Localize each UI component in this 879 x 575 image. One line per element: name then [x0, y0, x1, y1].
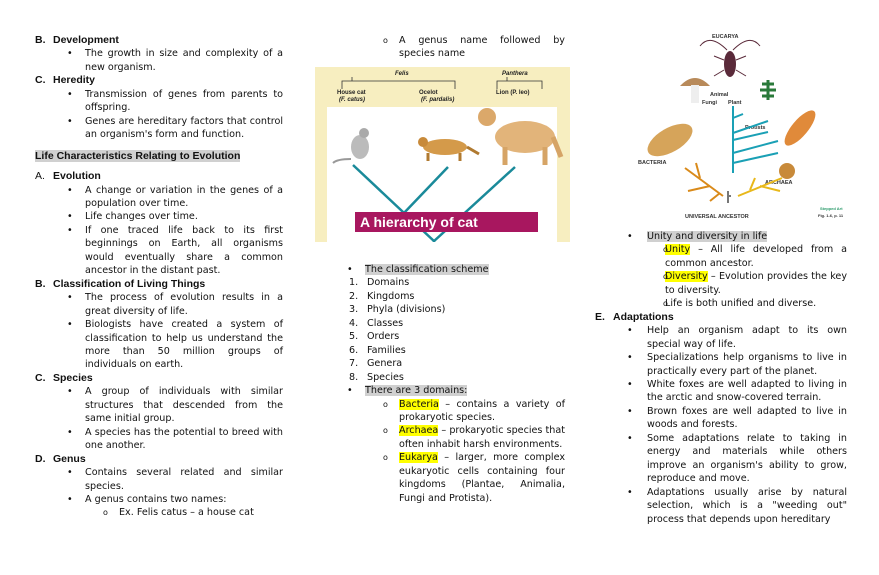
heading-adaptations: E.Adaptations	[595, 310, 674, 323]
list-item-domains: There are 3 domains:	[315, 384, 565, 398]
list-item: Biologists have created a system of clas…	[35, 318, 283, 372]
protist-image	[784, 110, 816, 146]
label-panthera: Panthera	[502, 71, 528, 77]
list-item: Brown foxes are well adapted to live in …	[595, 405, 847, 432]
left-column: B.Development The growth in size and com…	[35, 34, 283, 520]
mushroom-image	[680, 78, 710, 103]
label-eucarya: EUCARYA	[712, 34, 739, 40]
list-item: A change or variation in the genes of a …	[35, 184, 283, 211]
sub-list-item: Ex. Felis catus – a house cat	[35, 506, 283, 520]
heading-evolution: A.Evolution	[35, 170, 101, 183]
list-item: Transmission of genes from parents to of…	[35, 88, 283, 115]
figure-caption: A hierarchy of cat	[360, 214, 478, 230]
label-ocelot-sci: (F. pardalis)	[421, 97, 454, 103]
scheme-item: 3.Phyla (divisions)	[349, 304, 446, 316]
label-bacteria: BACTERIA	[638, 160, 666, 166]
domain-item: Archaea – prokaryotic species that often…	[315, 424, 565, 451]
archaea-image	[779, 163, 795, 179]
heading-classification: B.Classification of Living Things	[35, 277, 206, 290]
domain-item: Bacteria – contains a variety of prokary…	[315, 398, 565, 425]
list-item: Genes are hereditary factors that contro…	[35, 115, 283, 142]
scheme-item: 7.Genera	[349, 358, 403, 370]
list-item: White foxes are well adapted to living i…	[595, 378, 847, 405]
middle-column-lower: The classification scheme 1.Domains 2.Ki…	[315, 263, 565, 505]
lion-image	[478, 108, 564, 165]
list-item: The process of evolution results in a gr…	[35, 291, 283, 318]
tree-of-life-figure: EUCARYA Animal Fungi Plant Protists BACT…	[638, 34, 844, 220]
list-item: Life changes over time.	[35, 210, 283, 224]
heading-species: C.Species	[35, 371, 93, 384]
heading-heredity: C.Heredity	[35, 74, 96, 87]
list-item-scheme: The classification scheme	[315, 263, 565, 277]
list-item-unity-diversity: Unity and diversity in life	[595, 230, 847, 244]
ocelot-image	[418, 137, 480, 161]
list-item: Specializations help organisms to live i…	[595, 351, 847, 378]
scheme-item: 6.Families	[349, 344, 406, 356]
diversity-item: Diversity – Evolution provides the key t…	[595, 270, 847, 297]
label-house-cat-sci: (F. catus)	[339, 97, 365, 103]
unified-item: Life is both unified and diverse.	[595, 297, 847, 311]
list-item: A species has the potential to breed wit…	[35, 426, 283, 453]
label-animal: Animal	[710, 92, 729, 98]
heading-development: B.Development	[35, 34, 119, 46]
unity-item: Unity – All life developed from a common…	[595, 243, 847, 270]
beetle-image	[699, 39, 761, 77]
scheme-item: 5.Orders	[349, 331, 400, 343]
list-item: If one traced life back to its first beg…	[35, 224, 283, 278]
section-heading: Life Characteristics Relating to Evoluti…	[35, 149, 241, 162]
label-universal-ancestor: UNIVERSAL ANCESTOR	[685, 214, 749, 220]
house-cat-image	[332, 128, 369, 164]
label-plant: Plant	[728, 100, 742, 106]
list-item: A genus contains two names:	[35, 493, 283, 507]
label-protists: Protists	[745, 125, 765, 131]
domain-item: Eukarya – larger, more complex eukaryoti…	[315, 451, 565, 505]
bacteria-image	[647, 123, 693, 157]
credit-fig: Fig. 1-6, p. 11	[818, 213, 844, 218]
plant-image	[760, 80, 776, 100]
list-item: Contains several related and similar spe…	[35, 466, 283, 493]
right-column: Unity and diversity in life Unity – All …	[595, 230, 847, 526]
scheme-item: 2.Kingdoms	[349, 290, 415, 302]
list-item: Help an organism adapt to its own specia…	[595, 324, 847, 351]
credit-stepped-art: Stepped Art	[820, 206, 843, 211]
list-item: The growth in size and complexity of a n…	[35, 47, 283, 74]
label-ocelot: Ocelot	[419, 90, 438, 96]
heading-genus: D.Genus	[35, 452, 86, 465]
scheme-item: 8.Species	[349, 371, 404, 383]
cat-hierarchy-figure: Felis Panthera House cat (F. catus) Ocel…	[315, 67, 570, 242]
classification-scheme-list: 1.Domains 2.Kingdoms 3.Phyla (divisions)…	[315, 276, 565, 384]
label-fungi: Fungi	[702, 100, 717, 106]
list-item: Some adaptations relate to taking in ene…	[595, 432, 847, 486]
list-item: Adaptations usually arise by natural sel…	[595, 486, 847, 526]
label-felis: Felis	[395, 71, 409, 77]
list-item: A group of individuals with similar stru…	[35, 385, 283, 425]
middle-column: A genus name followed by species name	[315, 34, 565, 61]
scheme-item: 1.Domains	[349, 277, 410, 289]
label-house-cat: House cat	[337, 90, 366, 96]
label-lion: Lion (P. leo)	[496, 90, 530, 96]
label-archaea: ARCHAEA	[765, 180, 793, 186]
scheme-item: 4.Classes	[349, 317, 404, 329]
sub-list-item: A genus name followed by species name	[315, 34, 565, 61]
